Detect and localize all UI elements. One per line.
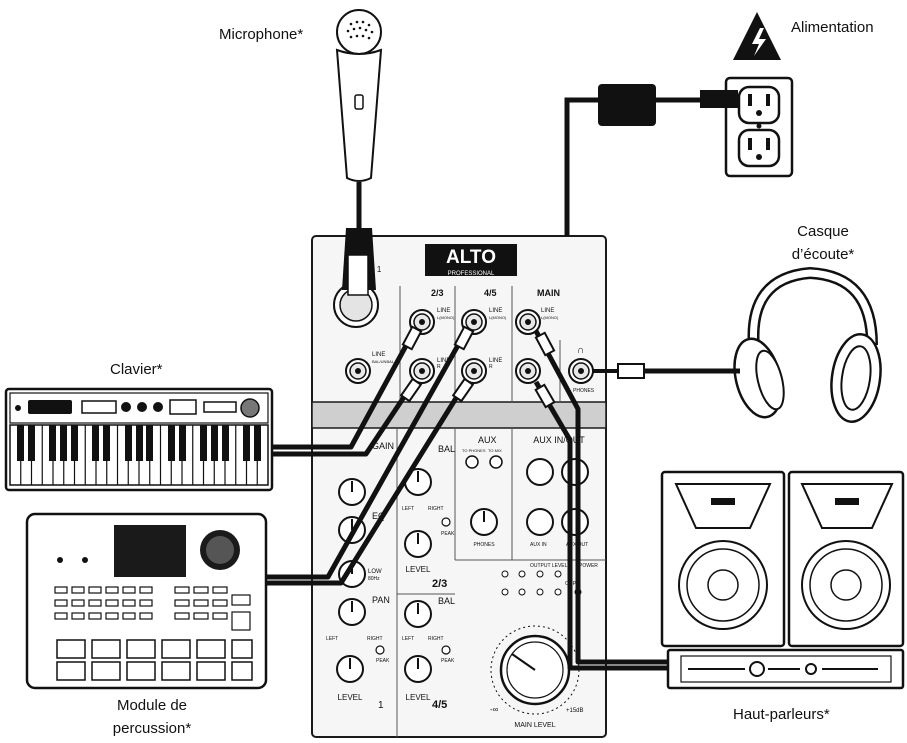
svg-text:LINE: LINE: [437, 308, 450, 314]
drum-module-label-line2: percussion*: [112, 720, 192, 737]
svg-text:L(MONO): L(MONO): [489, 315, 507, 320]
power-label: Alimentation: [791, 19, 874, 36]
svg-text:RIGHT: RIGHT: [428, 506, 444, 512]
svg-text:PAN: PAN: [372, 595, 390, 605]
mixer: ALTO PROFESSIONAL MIC 1 2/3 4/5 MAIN LIN…: [311, 235, 607, 738]
svg-text:-∞: -∞: [490, 705, 499, 714]
ch1-level-knob[interactable]: [336, 655, 364, 683]
svg-text:1: 1: [378, 700, 384, 711]
svg-text:L(MONO): L(MONO): [541, 315, 559, 320]
svg-text:2/3: 2/3: [432, 578, 447, 590]
svg-text:LEFT: LEFT: [326, 636, 338, 642]
svg-text:RIGHT: RIGHT: [428, 636, 444, 642]
keyboard-label: Clavier*: [110, 361, 163, 378]
drum-module-label-line1: Module de: [116, 697, 188, 714]
svg-text:LINE: LINE: [437, 358, 450, 364]
svg-text:PHONES: PHONES: [473, 542, 495, 548]
ch45-bal-knob[interactable]: [404, 600, 432, 628]
svg-text:RIGHT: RIGHT: [367, 636, 383, 642]
svg-text:ALTO: ALTO: [446, 247, 496, 268]
aux-to-mix-button[interactable]: [489, 455, 503, 469]
svg-text:BAL: BAL: [438, 596, 455, 606]
headphone-icon: ∩: [577, 345, 584, 356]
keyboard-device: [4, 387, 274, 492]
main-out-left-jack: [515, 309, 541, 335]
ch23-level-knob[interactable]: [404, 530, 432, 558]
speaker-left: [660, 470, 786, 648]
ch45-peak-led: [441, 645, 451, 655]
aux-out-right-jack: [561, 508, 589, 536]
ch45-level-knob[interactable]: [404, 655, 432, 683]
gain-knob[interactable]: [338, 478, 366, 506]
aux-in-right-jack: [526, 508, 554, 536]
svg-text:PROFESSIONAL: PROFESSIONAL: [448, 271, 495, 277]
ch23-peak-led: [441, 517, 451, 527]
svg-text:PEAK: PEAK: [376, 658, 390, 664]
headphones-device: [733, 266, 882, 423]
speakers-label: Haut-parleurs*: [733, 706, 830, 723]
svg-text:BAL/UNBAL: BAL/UNBAL: [372, 359, 395, 364]
svg-text:LINE: LINE: [489, 308, 502, 314]
svg-text:R: R: [437, 364, 441, 370]
alto-logo: ALTO PROFESSIONAL: [425, 244, 517, 277]
drum-module-device: [25, 512, 268, 690]
ch45-header: 4/5: [484, 288, 497, 298]
svg-text:TO MIX: TO MIX: [488, 448, 502, 453]
svg-text:LEVEL: LEVEL: [406, 565, 431, 574]
svg-text:LOW: LOW: [368, 569, 382, 575]
svg-text:LEVEL: LEVEL: [338, 693, 363, 702]
svg-text:L(MONO): L(MONO): [437, 315, 455, 320]
svg-text:PHONES: PHONES: [573, 388, 595, 394]
ch23-header: 2/3: [431, 288, 444, 298]
phones-jack: [568, 358, 594, 384]
main-header: MAIN: [537, 288, 560, 298]
phones-level-knob[interactable]: [470, 508, 498, 536]
aux-to-phones-button[interactable]: [465, 455, 479, 469]
speaker-right: [787, 470, 905, 648]
svg-text:MAIN LEVEL: MAIN LEVEL: [514, 722, 555, 729]
ch1-peak-led: [375, 645, 385, 655]
power-outlet: [598, 12, 794, 178]
aux-in-left-jack: [526, 458, 554, 486]
main-out-right-jack: [515, 358, 541, 384]
svg-text:4/5: 4/5: [432, 699, 447, 711]
power-amplifier: [666, 648, 905, 690]
svg-text:EQ: EQ: [372, 511, 385, 521]
svg-text:LEVEL: LEVEL: [406, 693, 431, 702]
svg-text:POWER: POWER: [579, 563, 598, 569]
aux-out-left-jack: [561, 458, 589, 486]
microphone-label: Microphone*: [219, 26, 304, 43]
svg-text:TO PHONES: TO PHONES: [462, 448, 486, 453]
svg-text:OUTPUT LEVEL: OUTPUT LEVEL: [530, 563, 568, 569]
svg-text:PEAK: PEAK: [441, 531, 455, 537]
microphone-device: [335, 9, 383, 296]
svg-text:LEFT: LEFT: [402, 506, 414, 512]
svg-text:+15dB: +15dB: [566, 708, 584, 714]
svg-text:LINE: LINE: [541, 308, 554, 314]
svg-text:PEAK: PEAK: [441, 658, 455, 664]
svg-text:BAL: BAL: [438, 444, 455, 454]
main-level-knob[interactable]: [490, 625, 580, 715]
svg-text:GAIN: GAIN: [372, 441, 394, 451]
headphones-label-line2: d’écoute*: [791, 246, 855, 263]
svg-text:AUX IN: AUX IN: [530, 542, 547, 548]
line-input-1-jack: [345, 358, 371, 384]
svg-text:R: R: [489, 364, 493, 370]
svg-text:LEFT: LEFT: [402, 636, 414, 642]
svg-text:AUX IN/OUT: AUX IN/OUT: [533, 435, 585, 445]
svg-text:80Hz: 80Hz: [368, 576, 380, 582]
svg-text:LINE: LINE: [372, 352, 385, 358]
cables: [266, 329, 668, 671]
svg-text:AUX: AUX: [478, 435, 497, 445]
headphones-label-line1: Casque: [797, 223, 849, 240]
pan-knob[interactable]: [338, 598, 366, 626]
svg-text:LINE: LINE: [489, 358, 502, 364]
